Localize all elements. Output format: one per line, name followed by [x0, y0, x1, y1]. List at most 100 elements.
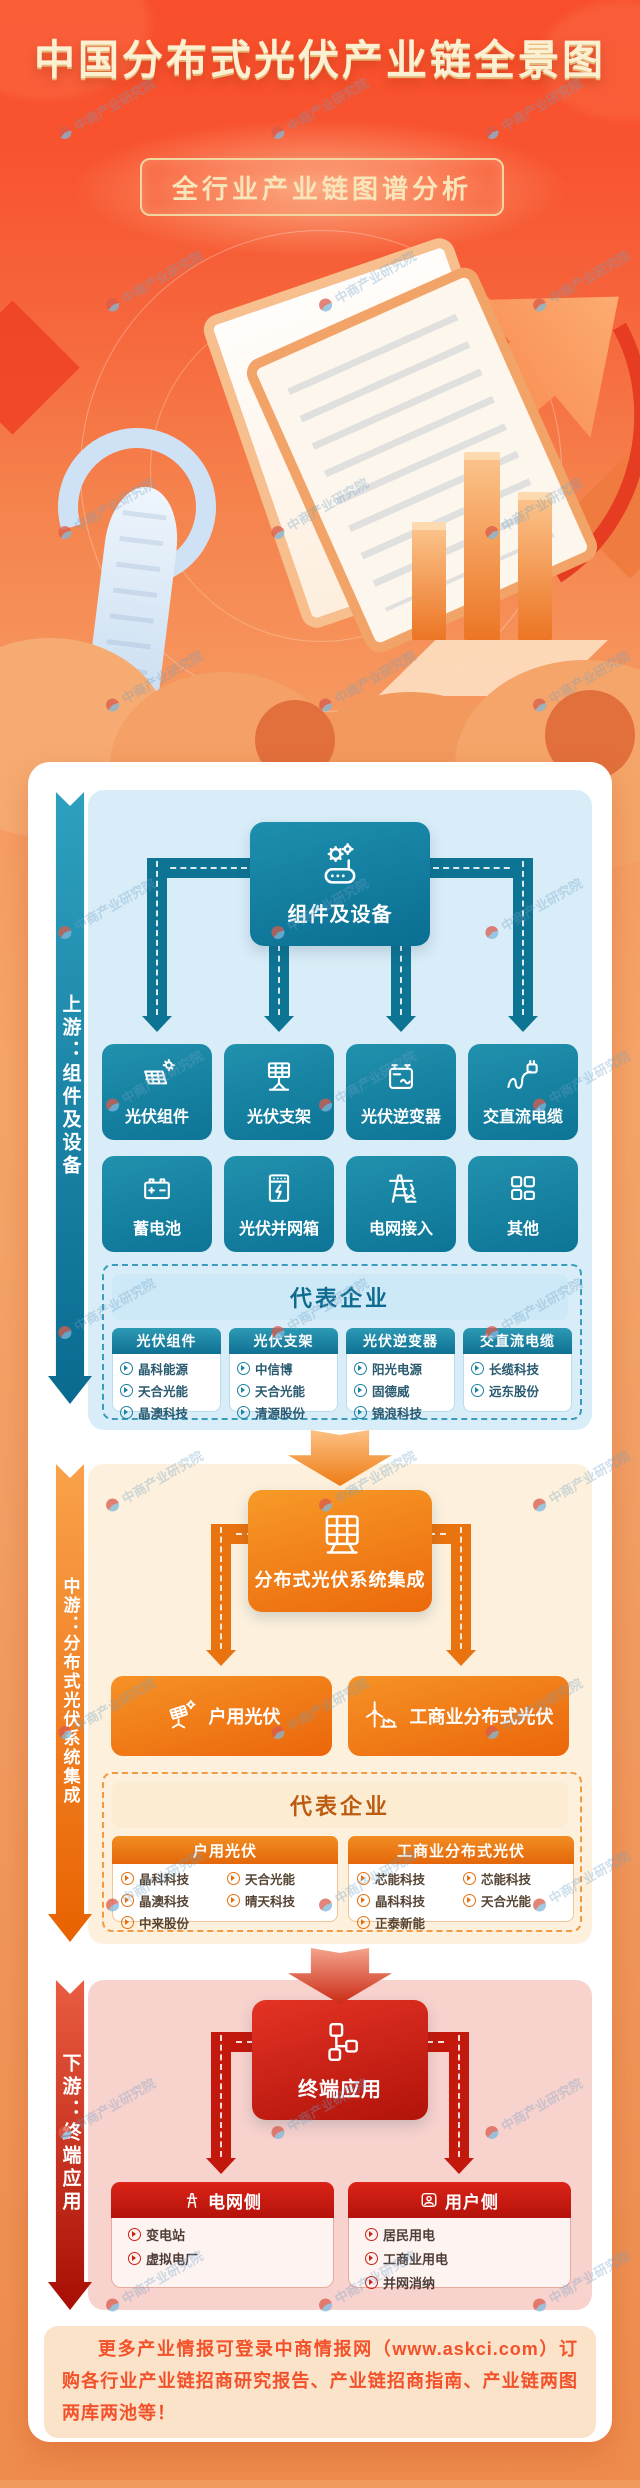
company-item: 晶科科技: [357, 1891, 459, 1910]
solar-module-sun-icon: [144, 1059, 175, 1085]
company-list: 晶科科技 晶澳科技 中来股份: [121, 1869, 223, 1932]
company-item: 晶科科技: [121, 1869, 223, 1888]
connector-arrowhead: [264, 1016, 294, 1032]
chart-bar-2: [464, 452, 500, 640]
connector-arrowhead: [446, 1650, 476, 1666]
company-item: 天合光能: [227, 1869, 329, 1888]
bullet-icon: [365, 2228, 378, 2241]
bullet-icon: [120, 1384, 133, 1397]
node-solar-module: 光伏组件: [102, 1044, 212, 1140]
upstream-rail-label: 上游：组件及设备: [59, 994, 81, 1178]
list-item: 工商业用电: [365, 2249, 570, 2268]
footer-promo: 更多产业情报可登录中商情报网（www.askci.com）订购各行业产业链招商研…: [44, 2326, 596, 2438]
midstream-representatives: 代表企业 户用光伏 晶科科技 晶澳科技 中来股份 天合光能 晴天科技 工商业分布…: [102, 1772, 582, 1932]
node-residential-pv: 户用光伏: [111, 1676, 332, 1756]
bullet-icon: [227, 1872, 240, 1885]
company-item: 芯能科技: [463, 1869, 565, 1888]
downstream-hub: 终端应用: [252, 2000, 428, 2120]
list-item: 并网消纳: [365, 2273, 570, 2292]
rep-card-solar-module: 光伏组件 晶科能源 天合光能 晶澳科技: [112, 1328, 221, 1421]
node-grid-access: 电网接入: [346, 1156, 456, 1252]
chart-bar-1: [412, 522, 446, 640]
bullet-icon: [354, 1362, 367, 1375]
company-list: 阳光电源 固德威 锦浪科技: [347, 1359, 454, 1422]
node-cable: 交直流电缆: [468, 1044, 578, 1140]
bullet-icon: [471, 1362, 484, 1375]
company-item: 阳光电源: [354, 1359, 447, 1378]
bullet-icon: [357, 1894, 370, 1907]
item-list: 变电站 虚拟电厂: [112, 2225, 333, 2268]
four-squares-icon: [511, 1176, 535, 1201]
bullet-icon: [237, 1362, 250, 1375]
list-item: 居民用电: [365, 2225, 570, 2244]
company-item: 中来股份: [121, 1913, 223, 1932]
bullet-icon: [120, 1362, 133, 1375]
company-item: 晶科能源: [120, 1359, 213, 1378]
bullet-icon: [128, 2252, 141, 2265]
company-list: 芯能科技 天合光能: [463, 1869, 565, 1932]
connector-arrowhead: [444, 2158, 474, 2174]
chart-bar-3: [518, 492, 552, 640]
bullet-icon: [357, 1872, 370, 1885]
bullet-icon: [237, 1384, 250, 1397]
power-tower-icon: [389, 1174, 417, 1203]
bullet-icon: [227, 1894, 240, 1907]
footer-text: 更多产业情报可登录中商情报网（www.askci.com）订购各行业产业链招商研…: [62, 2339, 578, 2423]
rep-card-cable: 交直流电缆 长缆科技 远东股份: [463, 1328, 572, 1412]
company-item: 晶澳科技: [121, 1891, 223, 1910]
grid-side-header: 电网侧: [111, 2182, 334, 2218]
midstream-panel: 分布式光伏系统集成 户用光伏 工商业分布式光伏 代表企业 户用光伏 晶科科技 晶…: [88, 1464, 592, 1944]
bullet-icon: [121, 1894, 134, 1907]
node-other: 其他: [468, 1156, 578, 1252]
inverter-icon: [389, 1064, 413, 1089]
representatives-title: 代表企业: [112, 1782, 568, 1828]
company-item: 晴天科技: [227, 1891, 329, 1910]
node-inverter: 光伏逆变器: [346, 1044, 456, 1140]
company-item: 天合光能: [120, 1381, 213, 1400]
user-side-card: 用户侧 居民用电 工商业用电 并网消纳: [348, 2182, 571, 2291]
company-list: 晶科能源 天合光能 晶澳科技: [113, 1359, 220, 1422]
bullet-icon: [354, 1384, 367, 1397]
company-item: 芯能科技: [357, 1869, 459, 1888]
rep-card-residential: 户用光伏 晶科科技 晶澳科技 中来股份 天合光能 晴天科技: [112, 1836, 338, 1931]
item-list: 居民用电 工商业用电 并网消纳: [349, 2225, 570, 2292]
node-battery: 蓄电池: [102, 1156, 212, 1252]
company-item: 清源股份: [237, 1403, 330, 1422]
rooftop-solar-icon: [169, 1699, 196, 1729]
company-list: 天合光能 晴天科技: [227, 1869, 329, 1932]
downstream-panel: 终端应用 电网侧 变电站 虚拟电厂 用户侧 居民用电 工商业用电 并网消纳: [88, 1980, 592, 2310]
bullet-icon: [463, 1894, 476, 1907]
page-title: 中国分布式光伏产业链全景图: [34, 37, 606, 83]
bullet-icon: [128, 2228, 141, 2241]
panel-mount-icon: [267, 1062, 291, 1091]
rep-card-commercial: 工商业分布式光伏 芯能科技 晶科科技 正泰新能 芯能科技 天合光能: [348, 1836, 574, 1931]
upstream-hub: 组件及设备: [250, 822, 430, 946]
company-item: 固德威: [354, 1381, 447, 1400]
transmission-tower-icon: [186, 2192, 198, 2208]
bullet-icon: [471, 1384, 484, 1397]
downstream-hub-label: 终端应用: [298, 2078, 382, 2101]
list-item: 变电站: [128, 2225, 333, 2244]
connector: [451, 1524, 471, 1652]
battery-icon: [144, 1178, 170, 1200]
bullet-icon: [365, 2276, 378, 2289]
company-list: 长缆科技 远东股份: [464, 1359, 571, 1400]
grid-connection-box-icon: [268, 1174, 290, 1202]
connector-arrowhead: [206, 1650, 236, 1666]
company-list: 芯能科技 晶科科技 正泰新能: [357, 1869, 459, 1932]
connector: [513, 858, 533, 1018]
cable-plug-icon: [507, 1060, 538, 1089]
connector: [211, 1524, 231, 1652]
company-item: 晶澳科技: [120, 1403, 213, 1422]
user-side-header: 用户侧: [348, 2182, 571, 2218]
bullet-icon: [121, 1872, 134, 1885]
solar-panel-icon: [325, 1515, 359, 1554]
node-grid-box: 光伏并网箱: [224, 1156, 334, 1252]
bullet-icon: [237, 1406, 250, 1419]
connector: [391, 942, 411, 1018]
midstream-hub-label: 分布式光伏系统集成: [254, 1570, 426, 1590]
connector-arrowhead: [386, 1016, 416, 1032]
connector: [449, 2032, 469, 2160]
subtitle-badge: 全行业产业链图谱分析: [140, 158, 504, 216]
bullet-icon: [354, 1406, 367, 1419]
